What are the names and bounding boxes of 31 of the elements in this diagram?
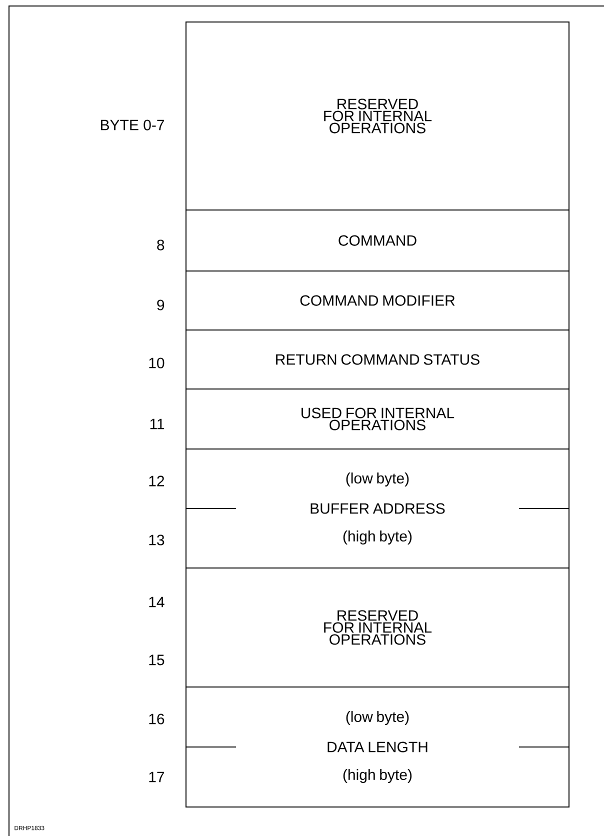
byte-offset-label: 16 (149, 714, 164, 724)
byte-offset-label: 11 (150, 418, 164, 430)
row-text: (low byte) (346, 711, 409, 725)
row-text: USED FOR INTERNAL OPERATIONS (302, 408, 454, 430)
memory-row-box (186, 388, 570, 450)
memory-row-box (186, 568, 570, 688)
byte-offset-label: 12 (149, 476, 164, 486)
row-text: (high byte) (343, 530, 412, 544)
row-text: (low byte) (346, 472, 409, 486)
byte-offset-label: 8 (157, 240, 164, 250)
byte-offset-label: 17 (149, 772, 164, 782)
memory-row-box (186, 210, 570, 272)
row-text: COMMAND (338, 235, 416, 246)
byte-offset-label: 10 (149, 358, 164, 368)
row-text: (high byte) (343, 769, 412, 783)
byte-offset-label: 15 (149, 654, 164, 666)
byte-offset-label: 9 (157, 300, 164, 310)
row-text: COMMAND MODIFIER (300, 295, 455, 306)
memory-row-box (186, 686, 570, 808)
byte-offset-label: 13 (149, 534, 164, 546)
memory-row-box (186, 330, 570, 390)
byte-offset-label: 14 (149, 596, 164, 608)
memory-row-box (186, 448, 570, 568)
memory-row-box (186, 22, 570, 210)
byte-offset-label: BYTE 0-7 (101, 120, 164, 130)
row-text: RESERVED FOR INTERNAL OPERATIONS (324, 98, 432, 134)
memory-row-box (186, 270, 570, 330)
row-text: RESERVED FOR INTERNAL OPERATIONS (324, 610, 432, 645)
row-text: BUFFER ADDRESS (310, 503, 445, 514)
row-text: DATA LENGTH (328, 742, 428, 752)
row-text: RETURN COMMAND STATUS (276, 354, 480, 365)
